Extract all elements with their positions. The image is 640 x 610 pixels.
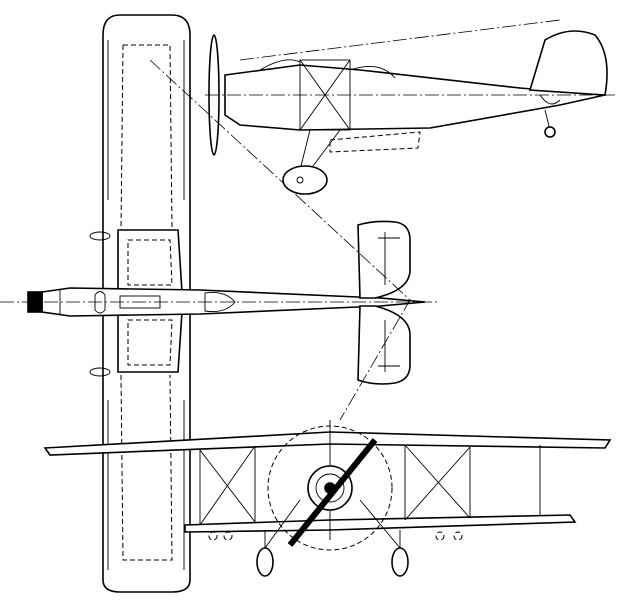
plan-tailplane-upper <box>357 220 411 299</box>
side-fuselage <box>224 64 606 131</box>
side-fin <box>528 30 608 96</box>
front-prop-disc <box>267 425 393 551</box>
side-view <box>205 19 615 195</box>
front-propeller <box>287 438 378 547</box>
front-view <box>43 420 612 577</box>
